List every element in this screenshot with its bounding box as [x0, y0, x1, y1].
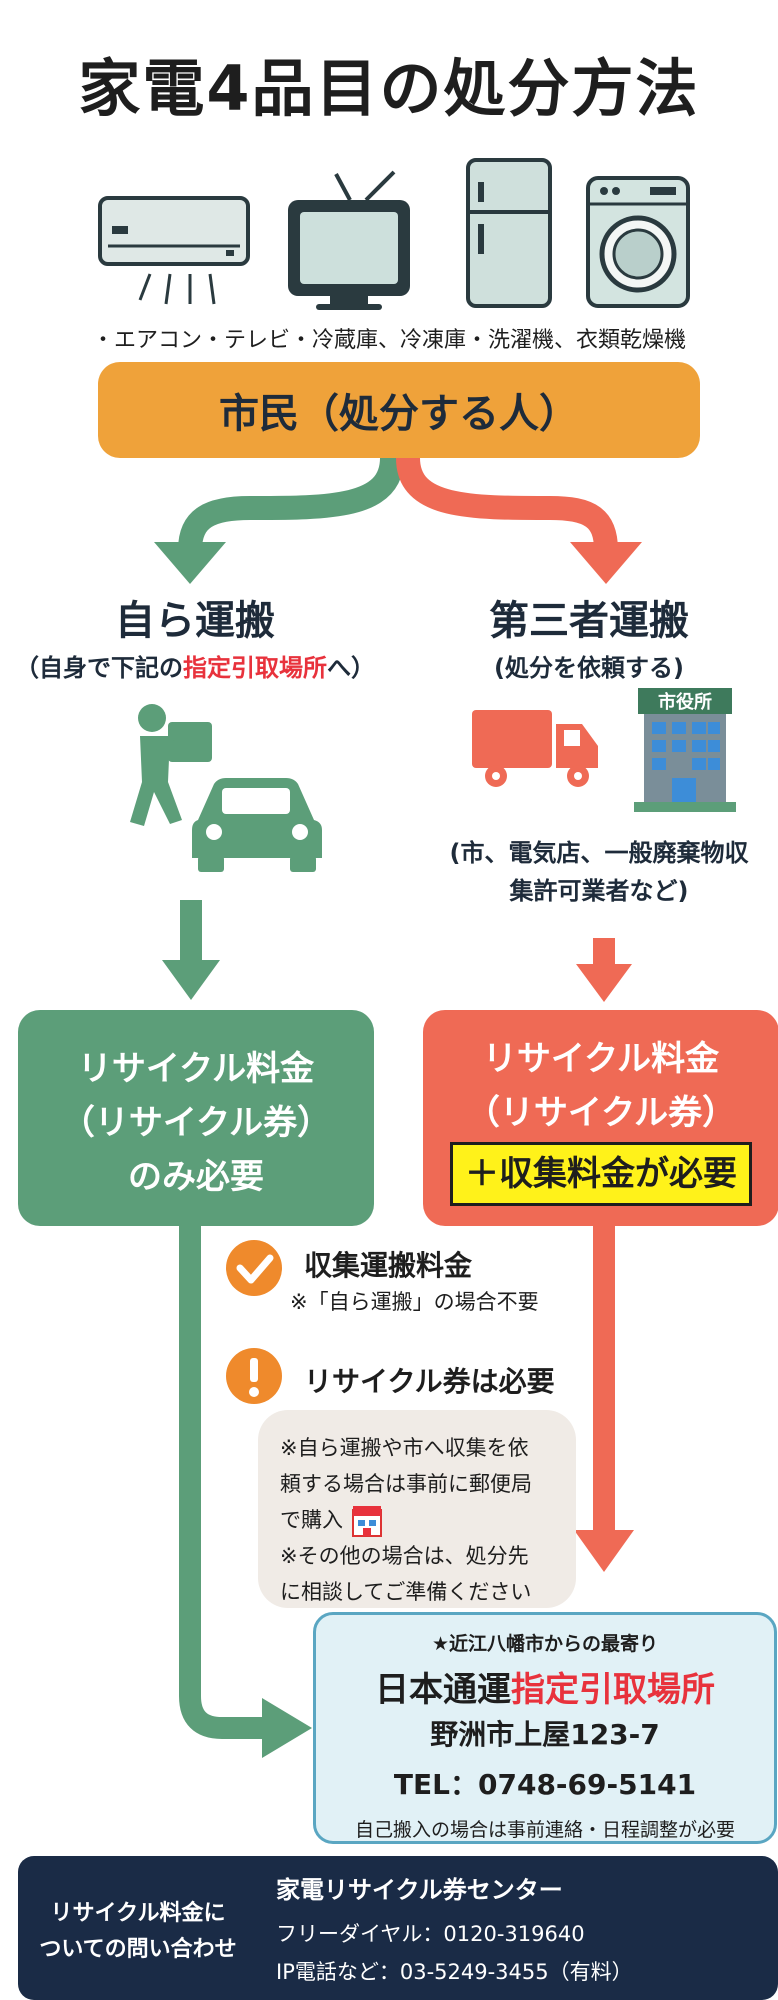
- appliance-icons: [98, 158, 690, 310]
- split-arrows: [154, 458, 642, 584]
- left-box-line1: リサイクル料金: [77, 1049, 315, 1089]
- third-party-sub: (処分を依頼する): [494, 654, 684, 682]
- television-icon: [288, 170, 410, 310]
- self-transport-title: 自ら運搬: [115, 598, 275, 644]
- self-transport-illustration: [130, 704, 322, 872]
- down-arrows: [162, 900, 632, 1002]
- city-hall-icon: 市役所: [634, 688, 736, 812]
- post-office-icon: [351, 1506, 382, 1537]
- person-carrying-box-icon: [130, 704, 212, 826]
- footer-left: リサイクル料金に ついての問い合わせ: [39, 1901, 237, 1962]
- third-party-fee-box: リサイクル料金 （リサイクル券） ＋収集料金が必要: [423, 1010, 778, 1226]
- pickup-address: 野洲市上屋123-7: [430, 1718, 660, 1751]
- collection-fee-note: ※「自ら運搬」の場合不要: [290, 1290, 539, 1314]
- ticket-note-bubble: ※自ら運搬や市へ収集を依 頼する場合は事前に郵便局 で購入 ※その他の場合は、処…: [258, 1410, 576, 1608]
- self-transport-fee-box: リサイクル料金 （リサイクル券） のみ必要: [18, 1010, 374, 1226]
- check-icon: [226, 1240, 282, 1296]
- page-title: 家電4品目の処分方法: [78, 52, 700, 125]
- pickup-note: 自己搬入の場合は事前連絡・日程調整が必要: [354, 1819, 735, 1841]
- inquiry-footer: リサイクル料金に ついての問い合わせ 家電リサイクル券センター フリーダイヤル：…: [18, 1856, 778, 2000]
- nearest-label: ★近江八幡市からの最寄り: [431, 1633, 659, 1655]
- third-party-illustration: 市役所: [472, 688, 736, 812]
- free-dial: フリーダイヤル：0120-319640: [276, 1922, 585, 1946]
- refrigerator-icon: [466, 158, 552, 308]
- third-party-examples: (市、電気店、一般廃棄物収 集許可業者など): [449, 839, 749, 905]
- left-box-line2: （リサイクル券）: [60, 1103, 332, 1143]
- air-conditioner-icon: [98, 196, 250, 305]
- right-box-line1: リサイクル料金: [482, 1039, 720, 1079]
- collection-fee-title: 収集運搬料金: [304, 1249, 473, 1282]
- exclamation-icon: [226, 1348, 282, 1404]
- truck-icon: [472, 710, 598, 787]
- designated-pickup-box: ★近江八幡市からの最寄り 日本通運指定引取場所 野洲市上屋123-7 TEL：0…: [313, 1612, 777, 1844]
- third-party-title: 第三者運搬: [489, 598, 689, 644]
- citizen-label: 市民（処分する人）: [219, 391, 579, 437]
- pickup-tel: TEL：0748-69-5141: [393, 1768, 697, 1801]
- citizen-box: 市民（処分する人）: [98, 362, 700, 458]
- ticket-required-title: リサイクル券は必要: [304, 1365, 555, 1398]
- ip-phone: IP電話など：03-5249-3455（有料）: [276, 1960, 633, 1984]
- self-transport-sub: （自身で下記の指定引取場所へ）: [15, 654, 375, 682]
- left-box-line3: のみ必要: [128, 1157, 264, 1197]
- city-hall-sign: 市役所: [658, 691, 712, 713]
- recycle-center-name: 家電リサイクル券センター: [276, 1876, 563, 1904]
- flow-arrows: [179, 1226, 634, 1758]
- collection-fee-highlight: ＋収集料金が必要: [450, 1142, 752, 1206]
- pickup-place-name: 日本通運指定引取場所: [375, 1670, 715, 1710]
- car-icon: [192, 778, 322, 872]
- appliance-list: ・エアコン・テレビ・冷蔵庫、冷凍庫・洗濯機、衣類乾燥機: [91, 328, 686, 353]
- right-box-line2: （リサイクル券）: [465, 1093, 737, 1133]
- washing-machine-icon: [586, 176, 690, 308]
